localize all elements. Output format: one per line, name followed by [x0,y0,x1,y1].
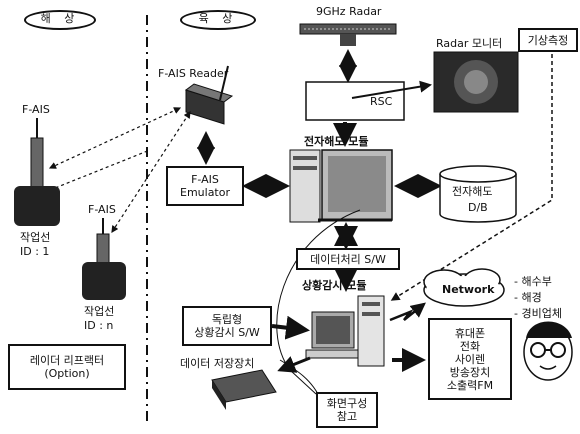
chart-db-cylinder [439,165,517,223]
storage-label: 데이터 저장장치 [180,357,255,370]
alert-item: 휴대폰 [454,326,486,340]
weather-label: 기상측정 [527,33,569,47]
agency-item: - 경비업체 [514,307,562,320]
standalone-sw-line1: 독립형 [211,313,243,326]
agency-item: - 해경 [514,291,542,304]
fais-tag-left: F-AIS [22,103,50,116]
weather-box: 기상측정 [518,28,578,52]
standalone-sw-line2: 상황감시 S/W [194,326,260,339]
radar-reflector-line2: (Option) [44,367,90,380]
vessel-1-id: ID : 1 [20,245,50,258]
radar-antenna-icon [299,23,397,46]
zone-sea-label: 해 상 [24,10,96,30]
monitoring-workstation-icon [305,295,385,367]
data-processing-sw-box: 데이터처리 S/W [296,248,400,270]
chart-module-workstation-icon [289,149,393,223]
chart-module-label: 전자해도 모듈 [304,135,369,148]
screen-config-box: 화면구성 참고 [316,392,378,428]
standalone-sw-box: 독립형 상황감시 S/W [182,306,272,346]
rsc-box [305,81,405,121]
vessel-2-name: 작업선 [84,305,115,318]
radar-reflector-line1: 레이더 리프랙터 [29,354,105,367]
storage-device-icon [211,369,277,410]
network-cloud-icon [423,268,505,307]
vessel-1-icon [14,118,60,226]
radar-label: 9GHz Radar [316,5,382,18]
chart-db-line2: D/B [468,201,488,214]
alert-item: 전화 [459,339,481,353]
fais-emulator-line2: Emulator [180,186,230,199]
data-processing-sw-label: 데이터처리 S/W [310,252,386,266]
alert-item: 방송장치 [449,365,491,379]
alert-devices-box: 휴대폰 전화 사이렌 방송장치 소출력FM [428,318,512,400]
fais-reader-label: F-AIS Reader [158,67,229,80]
fais-reader-icon [184,65,234,125]
rsc-label: RSC [370,95,393,108]
vessel-1-name: 작업선 [20,231,51,244]
fais-tag-mid: F-AIS [88,203,116,216]
person-cartoon-icon [523,321,573,381]
agency-item: - 해수부 [514,275,552,288]
screen-config-line1: 화면구성 [326,397,368,410]
fais-emulator-box: F-AIS Emulator [166,166,244,206]
chart-db-line1: 전자해도 [452,185,493,198]
radar-monitor-icon [433,51,519,113]
fais-emulator-line1: F-AIS [191,173,219,186]
network-label: Network [442,283,495,296]
radar-monitor-label: Radar 모니터 [436,37,503,50]
vessel-2-icon [82,218,126,300]
monitoring-module-label: 상황감시 모듈 [302,279,367,292]
alert-item: 사이렌 [454,352,486,366]
screen-config-line2: 참고 [336,410,358,423]
vessel-2-id: ID : n [84,319,114,332]
alert-item: 소출력FM [446,378,494,392]
radar-reflector-box: 레이더 리프랙터 (Option) [8,344,126,390]
zone-land-label: 육 상 [180,10,256,30]
